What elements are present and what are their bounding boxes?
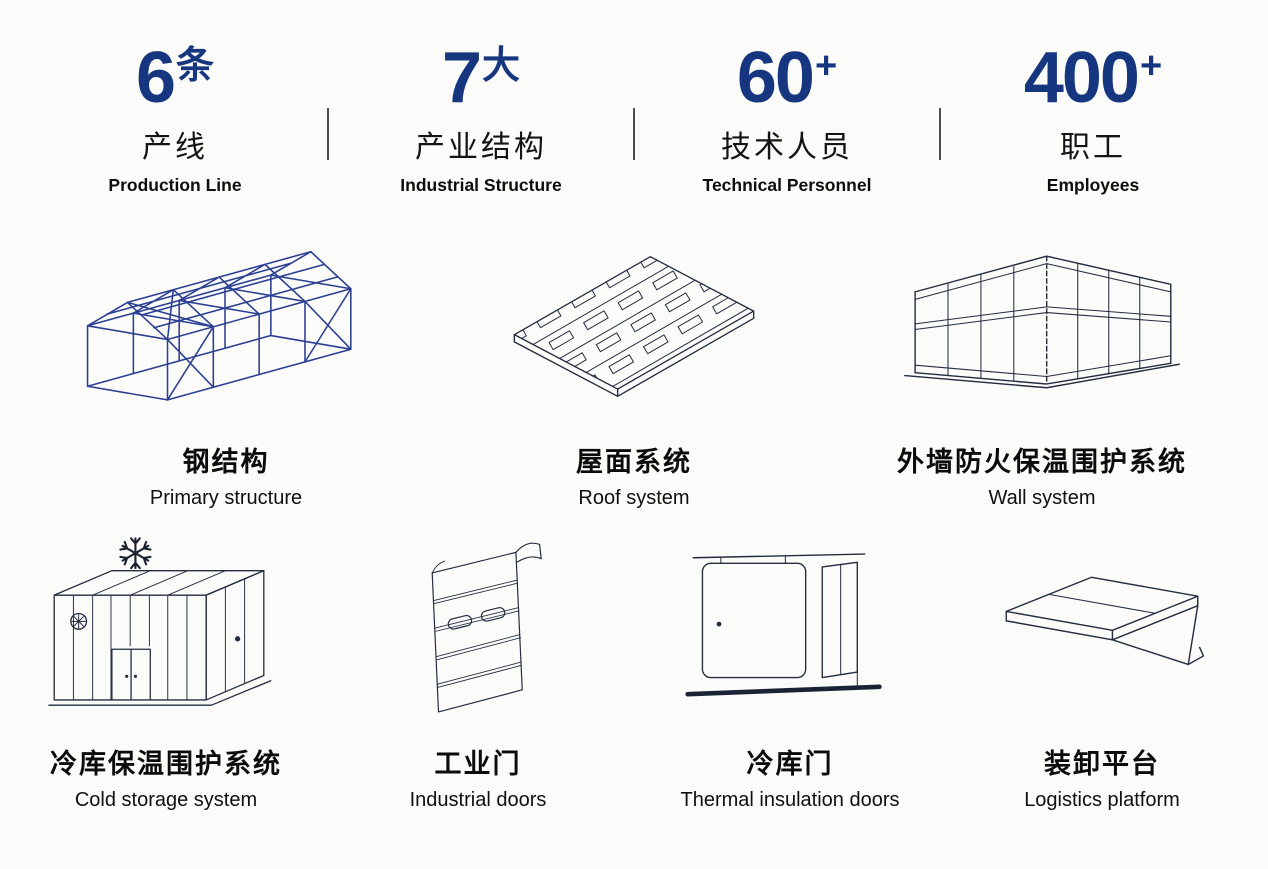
- stat-label-en: Technical Personnel: [702, 175, 872, 195]
- stat-label-zh: 技术人员: [721, 131, 853, 164]
- stat-number: 6条: [135, 38, 215, 118]
- cold-storage-icon: [48, 537, 272, 706]
- stat-label-zh: 产线: [142, 131, 208, 164]
- stat-label-en: Industrial Structure: [400, 175, 562, 195]
- product-label-zh: 冷库保温围护系统: [50, 749, 282, 779]
- stats-divider: [327, 108, 329, 160]
- loading-platform-icon: [1005, 576, 1205, 666]
- roof-system-icon: [513, 256, 755, 398]
- product-roof-system: 屋面系统 Roof system: [430, 230, 838, 510]
- stat-label-zh: 职工: [1060, 131, 1126, 164]
- stats-divider: [633, 108, 635, 160]
- product-label-en: Thermal insulation doors: [680, 789, 900, 811]
- products-row-2: 冷库保温围护系统 Cold storage system: [0, 528, 1268, 812]
- product-label-en: Wall system: [988, 487, 1096, 509]
- stat-industrial-structure: 7大 产业结构 Industrial Structure: [355, 42, 607, 196]
- product-label-zh: 钢结构: [182, 447, 270, 477]
- stat-number: 400+: [1023, 38, 1163, 118]
- snowflake-icon: [119, 537, 152, 570]
- stat-label-en: Production Line: [108, 175, 242, 195]
- products-row-1: 钢结构 Primary structure: [0, 230, 1268, 510]
- product-wall-system: 外墙防火保温围护系统 Wall system: [838, 230, 1246, 510]
- steel-structure-icon: [86, 251, 352, 401]
- product-label-en: Cold storage system: [74, 789, 258, 811]
- stats-divider: [939, 108, 941, 160]
- product-steel-structure: 钢结构 Primary structure: [22, 230, 430, 510]
- product-label-en: Roof system: [578, 487, 690, 509]
- stat-number: 60+: [736, 38, 838, 118]
- product-label-en: Primary structure: [149, 487, 303, 509]
- stat-label-zh: 产业结构: [415, 131, 547, 164]
- product-cold-storage: 冷库保温围护系统 Cold storage system: [10, 528, 322, 812]
- stat-production-line: 6条 产线 Production Line: [49, 42, 301, 196]
- wall-system-icon: [904, 255, 1180, 389]
- product-label-zh: 工业门: [434, 749, 522, 779]
- industrial-door-icon: [431, 542, 542, 713]
- stats-row: 6条 产线 Production Line 7大 产业结构 Industrial…: [0, 0, 1268, 196]
- product-loading-platform: 装卸平台 Logistics platform: [946, 528, 1258, 812]
- product-thermal-insulation-door: 冷库门 Thermal insulation doors: [634, 528, 946, 812]
- product-label-zh: 屋面系统: [576, 447, 692, 477]
- stat-label-en: Employees: [1046, 175, 1140, 195]
- product-industrial-door: 工业门 Industrial doors: [322, 528, 634, 812]
- thermal-insulation-door-icon: [685, 553, 882, 697]
- stat-number: 7大: [441, 38, 521, 118]
- stat-employees: 400+ 职工 Employees: [967, 42, 1219, 196]
- product-label-en: Industrial doors: [409, 789, 547, 811]
- product-label-zh: 装卸平台: [1044, 749, 1160, 779]
- product-label-en: Logistics platform: [1024, 789, 1180, 811]
- product-label-zh: 外墙防火保温围护系统: [897, 447, 1187, 477]
- stat-technical-personnel: 60+ 技术人员 Technical Personnel: [661, 42, 913, 196]
- product-label-zh: 冷库门: [746, 749, 834, 779]
